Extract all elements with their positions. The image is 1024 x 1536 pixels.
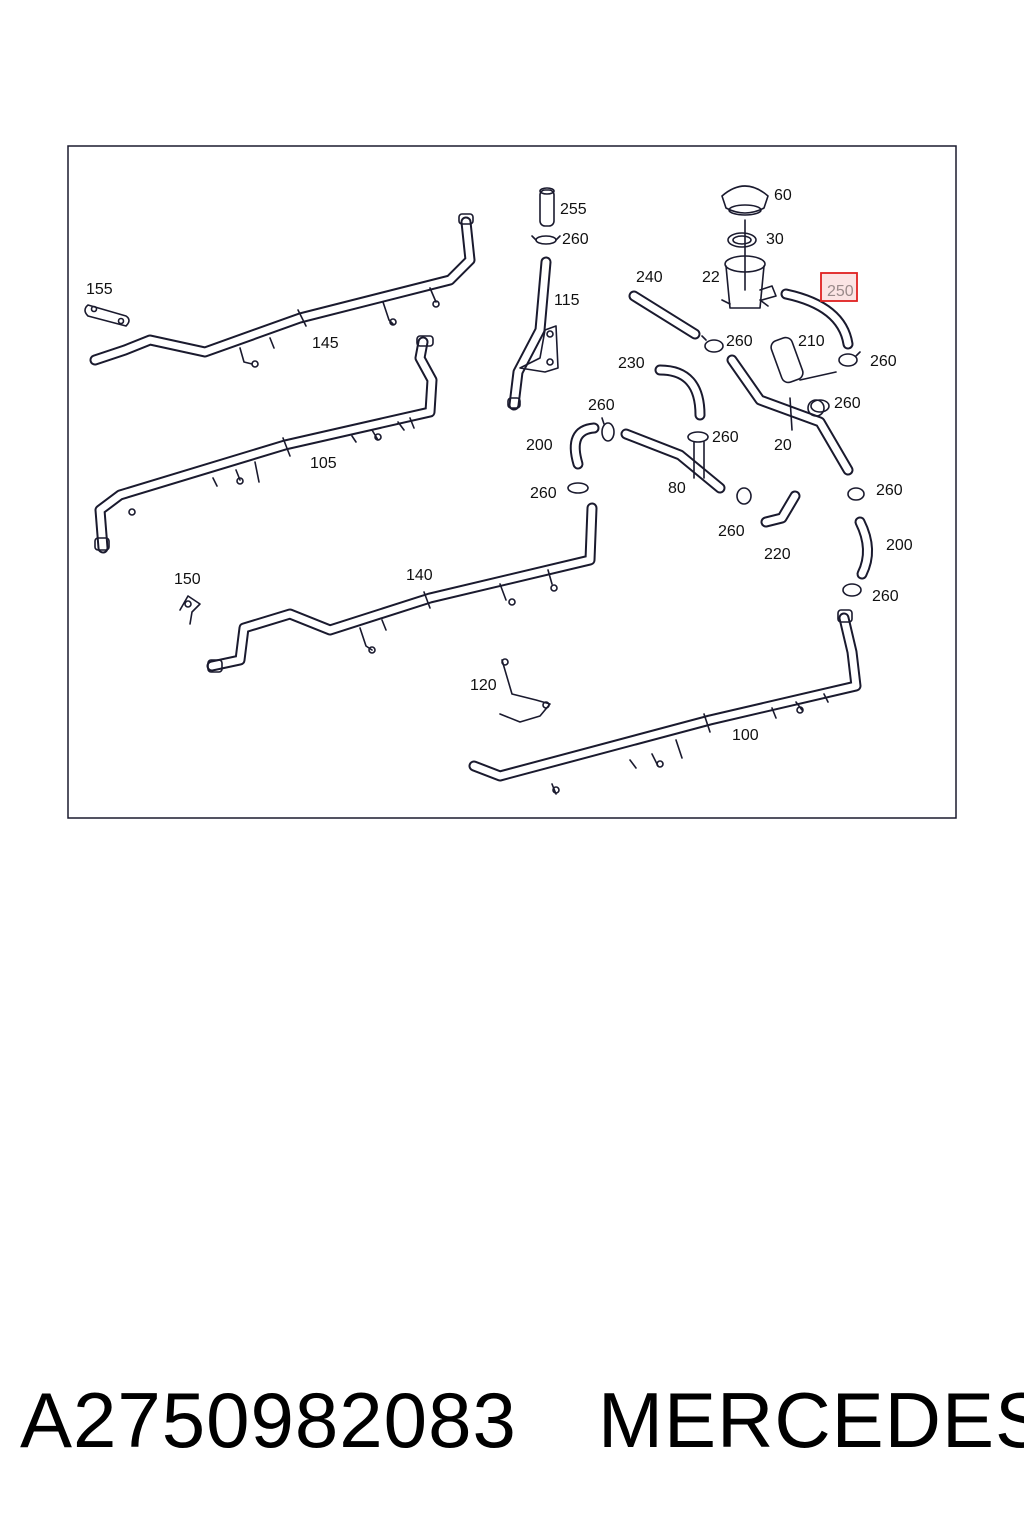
label-140: 140 <box>406 567 433 584</box>
part-number: A2750982083 <box>20 1376 517 1464</box>
clip-150[interactable] <box>179 595 201 625</box>
clamp-260-g[interactable] <box>687 431 709 443</box>
label-260-f: 260 <box>530 485 557 502</box>
label-120: 120 <box>470 677 497 694</box>
label-220: 220 <box>764 546 791 563</box>
label-155: 155 <box>86 281 113 298</box>
hose-240[interactable] <box>628 290 701 340</box>
clamp-260-b[interactable] <box>701 335 724 353</box>
label-260-g: 260 <box>712 429 739 446</box>
clamp-260-d[interactable] <box>810 399 830 413</box>
label-260-j: 260 <box>872 588 899 605</box>
label-260-b: 260 <box>726 333 753 350</box>
pipe-80[interactable] <box>620 428 726 494</box>
footer: A2750982083 MERCEDES <box>0 1370 1024 1480</box>
highlight-box-250 <box>820 272 858 302</box>
label-240: 240 <box>636 269 663 286</box>
label-260-d: 260 <box>834 395 861 412</box>
pipe-20[interactable] <box>726 354 854 476</box>
label-80: 80 <box>668 480 686 497</box>
clamp-260-e[interactable] <box>601 417 615 442</box>
label-260-e: 260 <box>588 397 615 414</box>
clamp-260-j[interactable] <box>842 583 862 597</box>
label-200-a: 200 <box>526 437 553 454</box>
label-30: 30 <box>766 231 784 248</box>
label-260-c: 260 <box>870 353 897 370</box>
pipe-105[interactable] <box>94 335 438 554</box>
diagram-frame <box>67 145 957 819</box>
cap-60[interactable] <box>721 185 769 291</box>
label-260-h: 260 <box>718 523 745 540</box>
hose-200-b[interactable] <box>854 516 873 580</box>
pipe-115[interactable] <box>507 256 559 411</box>
label-105: 105 <box>310 455 337 472</box>
label-22: 22 <box>702 269 720 286</box>
bracket-120[interactable] <box>499 658 551 723</box>
label-200-b: 200 <box>886 537 913 554</box>
clamp-260-h[interactable] <box>736 487 752 505</box>
hose-210[interactable] <box>769 336 805 385</box>
label-255: 255 <box>560 201 587 218</box>
pipe-100[interactable] <box>468 609 862 795</box>
hose-250[interactable] <box>780 288 854 350</box>
label-115: 115 <box>554 292 580 309</box>
label-250[interactable]: 250 <box>827 283 854 300</box>
hose-255[interactable] <box>539 189 555 227</box>
label-210: 210 <box>798 333 825 350</box>
hose-200-a[interactable] <box>569 422 600 470</box>
hose-220[interactable] <box>760 490 801 528</box>
clamp-260-c[interactable] <box>838 351 861 367</box>
label-145: 145 <box>312 335 339 352</box>
label-230: 230 <box>618 355 645 372</box>
clamp-260-i[interactable] <box>847 487 865 501</box>
clamp-260-f[interactable] <box>567 482 589 494</box>
label-100: 100 <box>732 727 759 744</box>
brand-name: MERCEDES <box>598 1376 1024 1464</box>
label-20: 20 <box>774 437 792 454</box>
hose-230[interactable] <box>654 364 706 421</box>
bracket-155[interactable] <box>84 304 130 327</box>
label-60: 60 <box>774 187 792 204</box>
pipe-145[interactable] <box>89 213 476 368</box>
pipe-140[interactable] <box>206 502 598 673</box>
clamp-260-a[interactable] <box>531 235 561 245</box>
label-150: 150 <box>174 571 201 588</box>
label-260-a: 260 <box>562 231 589 248</box>
filler-neck-22[interactable] <box>721 255 777 309</box>
label-260-i: 260 <box>876 482 903 499</box>
seal-30[interactable] <box>727 232 757 248</box>
